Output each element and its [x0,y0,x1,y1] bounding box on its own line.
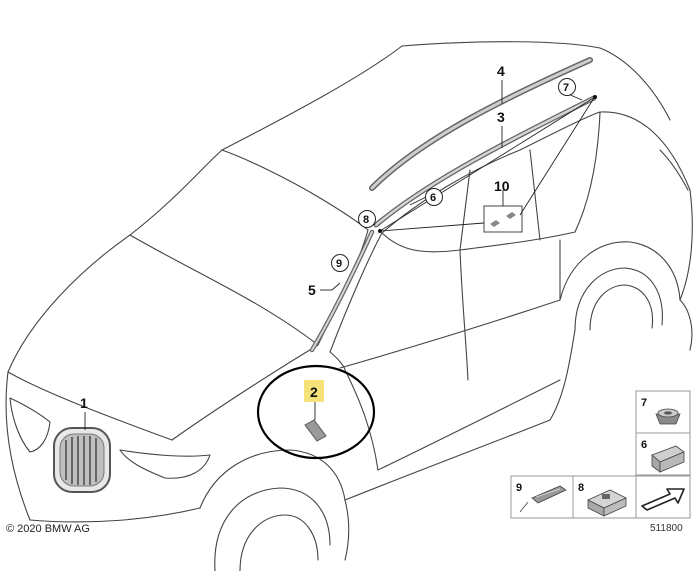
callout-5[interactable]: 5 [308,282,316,298]
thumb-8-label: 8 [578,482,584,494]
copyright-text: © 2020 BMW AG [6,523,90,535]
roof-rail-4 [369,57,593,191]
thumb-8[interactable]: 8 [572,475,637,519]
diagram-number: 511800 [650,523,683,534]
callout-2-highlight [304,380,324,402]
thumb-9-label: 9 [516,482,522,494]
callout-2[interactable]: 2 [310,384,318,400]
callout-10[interactable]: 10 [494,178,510,194]
callout-8-circle [358,210,376,228]
thumb-6-label: 6 [641,439,647,451]
thumb-7-label: 7 [641,397,647,409]
callout-7[interactable]: 7 [563,82,569,94]
a-pillar-trim-5 [309,229,375,353]
fender-emblem-part [304,419,327,442]
callout-4[interactable]: 4 [497,63,505,79]
leader-dot [378,229,382,233]
callout-8[interactable]: 8 [363,214,369,226]
callout-6[interactable]: 6 [430,192,436,204]
kidney-grille-part [53,427,111,493]
callout-6-circle [425,188,443,206]
clip-icon [651,445,685,473]
thumb-7[interactable]: 7 [635,390,691,434]
thumbnail-panel: 7 6 9 [510,390,691,519]
roof-moulding-3 [373,95,597,228]
callout-9[interactable]: 9 [336,258,342,270]
seal-strip-icon [519,485,567,513]
clip-group-10 [483,205,523,233]
thumb-9[interactable]: 9 [510,475,574,519]
leader-dot [593,95,597,99]
annotation-circle [256,364,376,460]
callout-9-circle [331,254,349,272]
thumb-6[interactable]: 6 [635,432,691,476]
callout-7-circle [558,78,576,96]
callout-3[interactable]: 3 [497,109,505,125]
callout-1[interactable]: 1 [80,395,88,411]
car-outline [5,41,693,572]
arrow-icon [641,488,685,511]
thumb-arrow[interactable] [635,475,691,519]
nut-icon [655,408,681,425]
bracket-icon [587,489,627,517]
